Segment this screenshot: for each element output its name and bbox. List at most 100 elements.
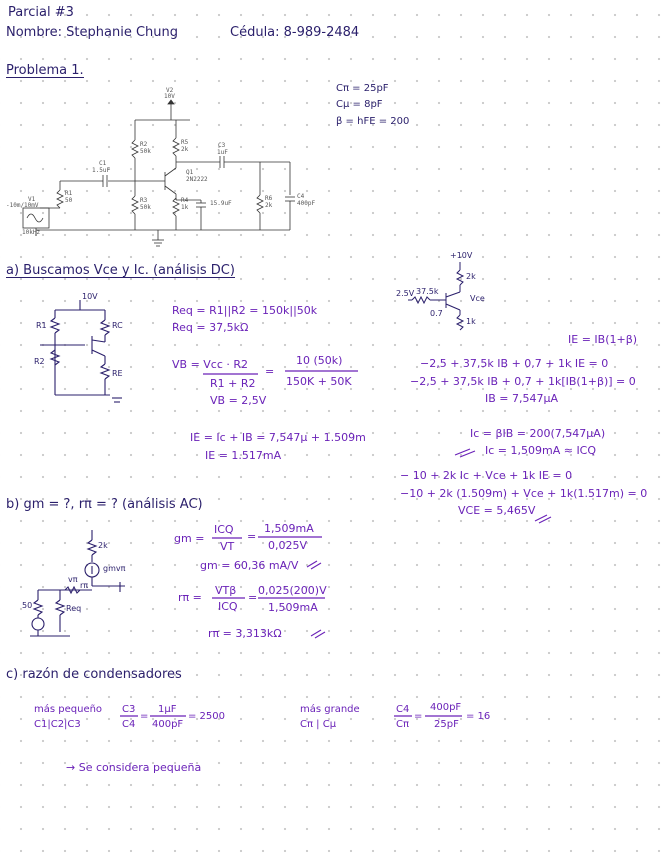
rpi-eq: = (248, 591, 258, 604)
dc-re: RE (112, 369, 123, 378)
mini-rb: 37.5k (416, 287, 439, 296)
ac-rpi: rπ (80, 581, 89, 590)
cedula: Cédula: 8-989-2484 (230, 25, 360, 40)
left-den: C4 (122, 719, 136, 730)
mini-vin: 2.5V (396, 289, 415, 298)
ic-line-2: Ic = 1,509mA ≈ ICQ (485, 444, 597, 457)
kvl-line-2: −2,5 + 37,5k IB + 0,7 + 1k[IB(1+β)] = 0 (410, 375, 636, 388)
param-cmu: Cμ = 8pF (336, 99, 383, 110)
vb-rhs-den: 150K + 50K (286, 375, 352, 388)
ib-result: IB = 7,547μA (485, 392, 559, 405)
right-result: = 16 (466, 711, 491, 722)
c4-label: C4 (297, 193, 305, 200)
mini-re: 1k (466, 317, 476, 326)
rpi-f1-den: ICQ (218, 600, 238, 613)
req-line-1: Req = R1||R2 = 150k||50k (172, 304, 318, 317)
rpi-f1-num: VTβ (215, 584, 237, 597)
vce-kvl-1: − 10 + 2k Ic + Vce + 1k IE = 0 (400, 469, 573, 482)
q1-model: 2N2222 (186, 176, 208, 183)
left-num2: 1μF (158, 704, 177, 715)
rpi-f2-den: 1,509mA (268, 601, 318, 614)
param-beta: β = hFE = 200 (336, 116, 410, 127)
ac-rc: 2k (98, 541, 108, 550)
c3-value: 1uF (217, 149, 228, 156)
gm-f1-den: VT (220, 540, 235, 553)
vb-rhs-num: 10 (50k) (296, 354, 343, 367)
part-b-heading: b) gm = ?, rπ = ? (análisis AC) (6, 497, 203, 512)
gm-f1-num: ICQ (214, 523, 234, 536)
r6-label: R6 (265, 195, 273, 202)
left-num: C3 (122, 704, 136, 715)
rpi-f2-num: 0,025(200)V (258, 584, 327, 597)
right-den2: 25pF (434, 719, 459, 730)
ie-line-1: IE = Ic + IB = 7,547μ + 1.509m (190, 431, 366, 444)
result-underlines (306, 448, 552, 639)
fraction-bars (120, 370, 462, 717)
ie-line-2: IE = 1.517mA (205, 449, 282, 462)
rpi-lhs: rπ = (178, 591, 202, 604)
ac-rs: 50 (22, 601, 33, 610)
ac-gm: gmvπ (103, 564, 126, 573)
gm-eq: = (247, 530, 257, 543)
vce-result: VCE = 5,465V (458, 504, 536, 517)
gm-lhs: gm = (174, 532, 205, 545)
conclusion: → Se considera pequeña (66, 761, 202, 774)
ic-line-1: Ic = βIB = 200(7,547μA) (470, 427, 606, 440)
problem-label: Problema 1. (6, 63, 84, 78)
vce-kvl-2: −10 + 2k (1.509m) + Vce + 1k(1.517m) = 0 (400, 487, 648, 500)
req-line-2: Req = 37,5kΩ (172, 321, 249, 334)
right-note-1: más grande (300, 704, 360, 715)
v1-freq: 10kHz (22, 229, 41, 236)
right-eq: = (414, 711, 423, 722)
vb-lhs: VB = Vcc · R2 (172, 358, 249, 371)
left-note-2: C1|C2|C3 (34, 719, 81, 730)
left-note-1: más pequeño (34, 704, 103, 715)
mini-vce: Vce (470, 294, 485, 303)
right-num2: 400pF (430, 702, 462, 713)
c1-label: C1 (99, 160, 107, 167)
r3-value: 50k (140, 204, 151, 211)
r4-value: 1k (181, 204, 189, 211)
part-a-heading: a) Buscamos Vce y Ic. (análisis DC) (6, 263, 235, 278)
r2-label: R2 (140, 141, 148, 148)
mini-vcc: +10V (450, 251, 473, 260)
v2-value: 10V (164, 93, 175, 100)
schematic-main (22, 99, 295, 247)
part-c-heading: c) razón de condensadores (6, 667, 182, 682)
right-note-2: Cπ | Cμ (300, 719, 337, 730)
v1-label: V1 (28, 196, 36, 203)
gm-f2-num: 1,509mA (264, 522, 314, 535)
dc-rc: RC (112, 321, 123, 330)
v1-value: -10m/10mV (6, 202, 39, 209)
vb-result: VB = 2,5V (210, 394, 267, 407)
circuit-dc (40, 300, 122, 403)
gm-result: gm = 60,36 mA/V (200, 559, 299, 572)
circuit-dc-mini (408, 262, 465, 331)
r1-value: 50 (65, 197, 73, 204)
dc-r2: R2 (34, 357, 45, 366)
r1-label: R1 (65, 190, 73, 197)
exam-title: Parcial #3 (8, 5, 74, 20)
right-den: Cπ (396, 719, 410, 730)
c3-label: C3 (218, 142, 226, 149)
dc-r1: R1 (36, 321, 47, 330)
r6-value: 2k (265, 202, 273, 209)
student-name: Nombre: Stephanie Chung (6, 25, 178, 40)
dc-vcc: 10V (82, 292, 98, 301)
r4-label: R4 (181, 197, 189, 204)
rpi-result: rπ = 3,313kΩ (208, 627, 282, 640)
right-num: C4 (396, 704, 410, 715)
ac-vpi: vπ (68, 575, 78, 584)
r5-value: 2k (181, 146, 189, 153)
vb-equals: = (265, 365, 275, 378)
c1-value: 1.5uF (92, 167, 111, 174)
r5-label: R5 (181, 139, 189, 146)
q1-label: Q1 (186, 169, 194, 176)
r2-value: 50k (140, 148, 151, 155)
left-eq: = (140, 711, 149, 722)
c2-value: 15.9uF (210, 200, 232, 207)
vb-lhs-den: R1 + R2 (210, 377, 256, 390)
gm-f2-den: 0,025V (268, 539, 308, 552)
left-den2: 400pF (152, 719, 184, 730)
